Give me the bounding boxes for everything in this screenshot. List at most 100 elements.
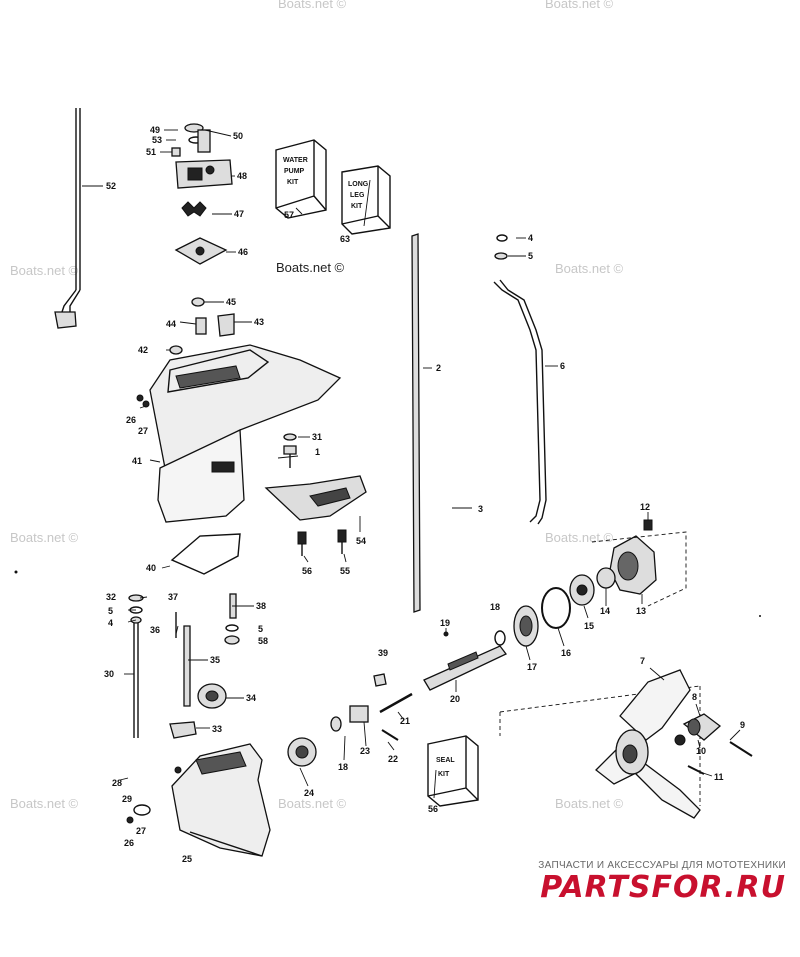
callout-27: 27 [138,426,148,436]
watermark: Boats.net © [545,0,614,11]
callout-26: 26 [126,415,136,425]
pinion-gears-24-34[interactable] [197,683,317,767]
prop-nut-parts-8-11[interactable] [674,713,753,775]
propeller-7[interactable] [499,669,701,819]
small-parts-43-44-42[interactable] [169,313,235,355]
callout-14: 14 [600,606,610,616]
callout-42: 42 [138,345,148,355]
speck [14,570,18,574]
callout-63: 63 [340,234,350,244]
part-39[interactable] [373,673,387,687]
callout-51: 51 [146,147,156,157]
watermark: Boats.net © [545,530,614,545]
part-33[interactable] [169,721,197,739]
drive-shaft-housing-41[interactable] [136,344,342,523]
callout-56: 56 [302,566,312,576]
gearcase-25[interactable] [126,743,271,857]
callout-9: 9 [740,720,745,730]
callout-52: 52 [106,181,116,191]
callout-3: 3 [478,504,483,514]
drive-shaft-2[interactable] [411,233,472,613]
callout-56: 56 [428,804,438,814]
propeller-shaft-20[interactable] [330,631,507,741]
callout-19: 19 [440,618,450,628]
callout-27: 27 [136,826,146,836]
callout-2: 2 [436,363,441,373]
kit-text: SEAL [436,757,455,764]
watermark: Boats.net © [555,261,624,276]
kit-text: PUMP [284,168,305,175]
callout-8: 8 [692,692,697,702]
callout-5: 5 [258,624,263,634]
callout-21: 21 [400,716,410,726]
callout-45: 45 [226,297,236,307]
long-leg-kit-box[interactable]: LONG LEG KIT [341,165,391,235]
watermark: Boats.net © [10,796,79,811]
callout-22: 22 [388,754,398,764]
callout-50: 50 [233,131,243,141]
callout-55: 55 [340,566,350,576]
callout-26: 26 [124,838,134,848]
watermark: Boats.net © [278,0,347,11]
callout-31: 31 [312,432,322,442]
water-pump-kit-box[interactable]: WATER PUMP KIT [275,139,327,219]
gasket-40[interactable] [170,533,241,575]
callout-5: 5 [108,606,113,616]
callout-11: 11 [714,772,724,782]
kit-text: LEG [350,192,365,199]
callout-labels: 1 2 3 4 4 5 5 5 6 7 8 9 10 11 12 13 14 1… [104,125,745,864]
callout-57: 57 [284,210,294,220]
callout-33: 33 [212,724,222,734]
callout-24: 24 [304,788,314,798]
gear-set-14-18[interactable] [494,567,616,647]
kit-text: KIT [287,179,299,186]
callout-4: 4 [108,618,113,628]
callout-43: 43 [254,317,264,327]
watermark-dark: Boats.net © [276,260,345,275]
bolt-31-1[interactable] [283,433,297,468]
callout-17: 17 [527,662,537,672]
callout-10: 10 [696,746,706,756]
callout-46: 46 [238,247,248,257]
callout-41: 41 [132,456,142,466]
callout-16: 16 [561,648,571,658]
shift-rod-52[interactable] [54,108,103,329]
callout-37: 37 [168,592,178,602]
speck [759,615,761,617]
anti-ventilation-plate-54[interactable] [264,475,367,556]
seal-kit-box[interactable]: SEAL KIT [427,735,479,807]
watermark: Boats.net © [10,263,79,278]
callout-18: 18 [338,762,348,772]
callout-30: 30 [104,669,114,679]
watermark: Boats.net © [555,796,624,811]
watermark: Boats.net © [10,530,79,545]
callout-13: 13 [636,606,646,616]
callout-1: 1 [315,447,320,457]
callout-35: 35 [210,655,220,665]
callout-48: 48 [237,171,247,181]
callout-28: 28 [112,778,122,788]
callout-20: 20 [450,694,460,704]
callout-34: 34 [246,693,256,703]
watermarks: Boats.net © Boats.net © Boats.net © Boat… [10,0,624,811]
callout-15: 15 [584,621,594,631]
water-pump-parts[interactable] [160,123,236,307]
shift-link-6[interactable] [493,234,547,525]
callout-58: 58 [258,636,268,646]
callout-47: 47 [234,209,244,219]
callout-44: 44 [166,319,176,329]
callout-23: 23 [360,746,370,756]
shift-rod-30[interactable] [128,594,144,738]
callout-40: 40 [146,563,156,573]
bearing-carrier-13[interactable] [591,519,687,607]
callout-4: 4 [528,233,533,243]
callout-54: 54 [356,536,366,546]
kit-text: WATER [283,157,308,164]
callout-49: 49 [150,125,160,135]
kit-text: KIT [351,203,363,210]
callout-18: 18 [490,602,500,612]
callout-29: 29 [122,794,132,804]
brand-logo[interactable]: PARTSFOR.RU [540,870,786,905]
